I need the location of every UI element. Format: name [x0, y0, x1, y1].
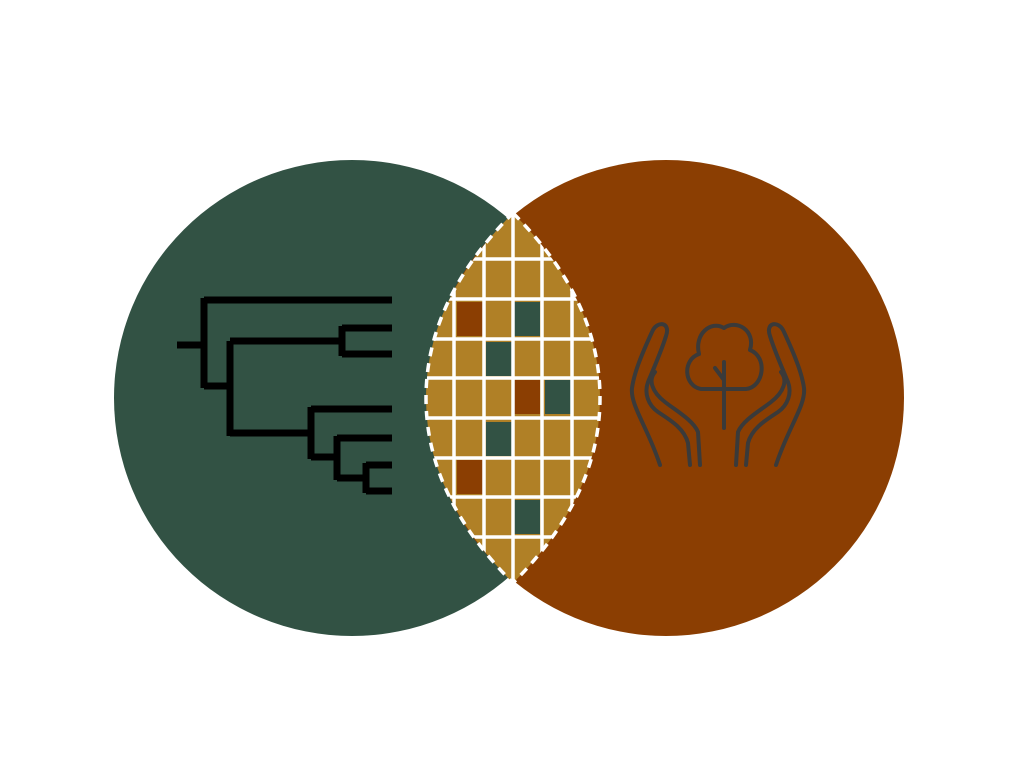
matrix-cell-highlight: [514, 302, 540, 336]
matrix-cell-highlight: [457, 460, 483, 494]
right-hand-icon: [744, 322, 807, 467]
data-matrix-grid: [426, 213, 600, 583]
matrix-cell-highlight: [457, 302, 483, 336]
left-hand-icon: [629, 322, 692, 467]
matrix-cell-highlight: [486, 342, 512, 376]
matrix-cell-highlight: [545, 380, 571, 414]
intersection-dashed-border: [424, 210, 602, 586]
tree-canopy-icon: [685, 322, 764, 391]
matrix-cell-highlight: [514, 380, 540, 414]
intersection-region: [424, 210, 602, 586]
phylogenetic-tree-icon: [177, 296, 392, 495]
hands-holding-tree-icon: [629, 322, 807, 467]
matrix-cell-highlight: [486, 422, 512, 456]
matrix-cell-highlight: [514, 500, 540, 534]
